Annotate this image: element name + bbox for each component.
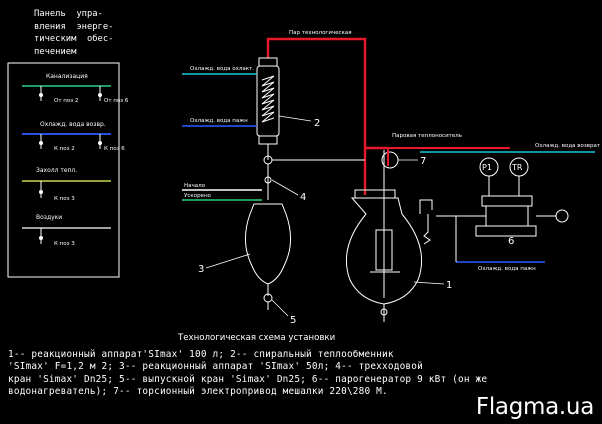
cooling-lines-right [420, 151, 595, 263]
caption: 1-- реакционный аппарат'SImax' 100 л; 2-… [8, 349, 568, 399]
caption-line-4: водонагреватель); 7-- торсионный электро… [8, 386, 388, 398]
callout-1: 1 [446, 280, 452, 291]
panel-group-cooling: Охлажд. вода возвр. К поз 2 К поз 6 [22, 121, 125, 152]
callout-6: 6 [508, 236, 514, 247]
panel-group-air: Воздуки К поз 3 [22, 214, 111, 247]
reactor-main [345, 150, 433, 322]
label-cool-in: Охлажд. вода пажн [190, 118, 248, 124]
diagram-title: Технологическая схема установки [177, 333, 335, 343]
label-to-tech: Пар технологическая [289, 30, 352, 36]
caption-line-1: 1-- реакционный аппарат'SImax' 100 л; 2-… [8, 349, 394, 360]
panel-group-heat: Захолл тепл. К поз 3 [22, 167, 111, 202]
callout-2: 2 [314, 118, 320, 129]
panel-valve-label: От поз 6 [104, 98, 129, 104]
watermark: Flagma.ua [475, 394, 594, 420]
callout-5: 5 [290, 315, 296, 326]
heat-exchanger [256, 57, 280, 165]
label-inlet-b: Ускорено [184, 193, 212, 199]
control-panel [7, 62, 120, 278]
panel-valve-label: К поз 3 [54, 196, 75, 202]
label-cool-out: Охлажд. вода охлакт. [190, 66, 254, 72]
label-inlet-a: Начало [184, 183, 206, 189]
inlet-lines [182, 189, 262, 201]
steam-line [266, 37, 388, 195]
cooling-lines-top [182, 73, 257, 127]
process-piping [264, 159, 365, 200]
panel-group-header: Воздуки [36, 214, 62, 221]
steam-generator [436, 157, 569, 262]
panel-group-header: Канализация [46, 73, 88, 80]
callout-4: 4 [300, 192, 306, 203]
panel-group-header: Охлажд. вода возвр. [40, 121, 106, 128]
label-steam-line: Паровая теплоноситель [392, 133, 462, 139]
caption-line-3: кран 'Simax' Dn25; 5-- выпускной кран 'S… [8, 373, 488, 385]
panel-group-sewer: Канализация От поз 2 От поз 6 [22, 73, 129, 104]
callout-3: 3 [198, 264, 204, 275]
gauge-p-label: P1 [482, 163, 492, 172]
label-cool-return: Охлажд. вода возврат [535, 143, 601, 149]
panel-valve-label: К поз 2 [54, 146, 75, 152]
panel-valve-label: От поз 2 [54, 98, 78, 104]
callout-7: 7 [420, 156, 426, 167]
panel-valve-label: К поз 6 [104, 146, 125, 152]
label-cool-in-2: Охлажд. вода пажн [478, 266, 536, 272]
panel-title: Панель упра- вления энерге- тическим обе… [34, 9, 114, 57]
steam-return [387, 147, 510, 166]
gauge-t-label: TR [511, 163, 523, 172]
panel-valve-label: К поз 3 [54, 241, 75, 247]
reactor-small [245, 203, 291, 310]
panel-group-header: Захолл тепл. [36, 167, 77, 174]
caption-line-2: 'SImax' F=1,2 м 2; 3-- реакционный аппар… [8, 361, 423, 373]
